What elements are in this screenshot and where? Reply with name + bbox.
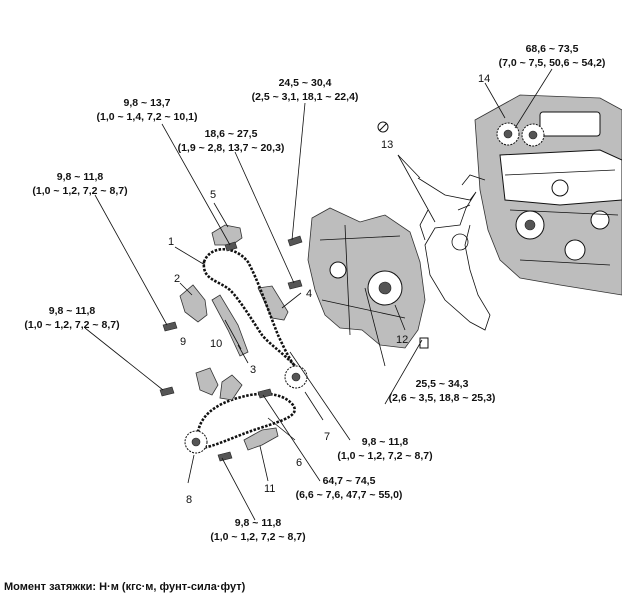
torque-value: 9,8 ~ 13,7 <box>124 97 171 109</box>
callout-8: 8 <box>186 494 192 506</box>
crankshaft-sprocket <box>284 365 308 389</box>
torque-value-units: (1,0 ~ 1,2, 7,2 ~ 8,7) <box>210 531 305 543</box>
torque-spec-98d: 9,8 ~ 11,8 (1,0 ~ 1,2, 7,2 ~ 8,7) <box>210 517 305 543</box>
cover-gasket <box>417 177 491 331</box>
torque-value: 9,8 ~ 11,8 <box>362 436 409 448</box>
torque-value-units: (1,0 ~ 1,2, 7,2 ~ 8,7) <box>337 450 432 462</box>
torque-value-units: (2,5 ~ 3,1, 18,1 ~ 22,4) <box>252 91 359 103</box>
oil-pump-chain <box>193 392 296 450</box>
torque-spec-18: 18,6 ~ 27,5 (1,9 ~ 2,8, 13,7 ~ 20,3) <box>178 128 285 154</box>
torque-spec-9813: 9,8 ~ 13,7 (1,0 ~ 1,4, 7,2 ~ 10,1) <box>97 97 198 123</box>
torque-value: 68,6 ~ 73,5 <box>526 43 579 55</box>
callout-4: 4 <box>306 288 312 300</box>
torque-value-units: (1,0 ~ 1,4, 7,2 ~ 10,1) <box>97 111 198 123</box>
torque-value: 24,5 ~ 30,4 <box>279 77 332 89</box>
torque-value: 9,8 ~ 11,8 <box>49 305 96 317</box>
torque-value-units: (7,0 ~ 7,5, 50,6 ~ 54,2) <box>499 57 606 69</box>
leader-lines <box>84 68 553 521</box>
callout-13: 13 <box>381 139 393 151</box>
torque-value-units: (1,9 ~ 2,8, 13,7 ~ 20,3) <box>178 142 285 154</box>
torque-spec-98b: 9,8 ~ 11,8 (1,0 ~ 1,2, 7,2 ~ 8,7) <box>24 305 119 331</box>
callout-3: 3 <box>250 364 256 376</box>
callout-12: 12 <box>396 334 408 346</box>
timing-chain-upper <box>202 248 302 373</box>
callout-9: 9 <box>180 336 186 348</box>
timing-chain-cover <box>307 207 429 349</box>
callout-14: 14 <box>478 73 490 85</box>
callout-1: 1 <box>168 236 174 248</box>
torque-spec-98c: 9,8 ~ 11,8 (1,0 ~ 1,2, 7,2 ~ 8,7) <box>337 436 432 462</box>
torque-spec-25: 25,5 ~ 34,3 (2,6 ~ 3,5, 18,8 ~ 25,3) <box>389 378 496 404</box>
torque-value-units: (2,6 ~ 3,5, 18,8 ~ 25,3) <box>389 392 496 404</box>
chain-guide-upper <box>211 224 243 246</box>
torque-spec-68: 68,6 ~ 73,5 (7,0 ~ 7,5, 50,6 ~ 54,2) <box>499 43 606 69</box>
oil-pump-sprocket <box>184 430 208 454</box>
callout-10: 10 <box>210 338 222 350</box>
engine-block <box>457 94 622 296</box>
torque-value-units: (1,0 ~ 1,2, 7,2 ~ 8,7) <box>32 185 127 197</box>
torque-value: 64,7 ~ 74,5 <box>323 475 376 487</box>
torque-value: 18,6 ~ 27,5 <box>205 128 258 140</box>
callout-2: 2 <box>174 273 180 285</box>
callout-7: 7 <box>324 431 330 443</box>
callout-5: 5 <box>210 189 216 201</box>
chain-tensioner <box>179 284 208 323</box>
callout-11: 11 <box>264 483 275 495</box>
torque-value-units: (6,6 ~ 7,6, 47,7 ~ 55,0) <box>296 489 403 501</box>
bolts <box>159 235 303 462</box>
oil-pump-chain-guide <box>243 427 279 451</box>
torque-spec-98a: 9,8 ~ 11,8 (1,0 ~ 1,2, 7,2 ~ 8,7) <box>32 171 127 197</box>
torque-value: 9,8 ~ 11,8 <box>235 517 282 529</box>
oil-pump-chain-tensioner <box>195 367 219 396</box>
no-reuse-icon <box>377 121 389 133</box>
torque-value-units: (1,0 ~ 1,2, 7,2 ~ 8,7) <box>24 319 119 331</box>
camshaft-sprocket <box>496 122 545 147</box>
torque-spec-64: 64,7 ~ 74,5 (6,6 ~ 7,6, 47,7 ~ 55,0) <box>296 475 403 501</box>
callout-6: 6 <box>296 457 302 469</box>
torque-spec-24: 24,5 ~ 30,4 (2,5 ~ 3,1, 18,1 ~ 22,4) <box>252 77 359 103</box>
tensioner-arm <box>211 294 249 357</box>
chain-guide-lower <box>219 374 243 401</box>
callout-numbers: 1 2 3 4 5 6 7 8 9 10 11 12 13 14 <box>168 73 490 506</box>
torque-value: 25,5 ~ 34,3 <box>416 378 469 390</box>
torque-units-note: Момент затяжки: Н·м (кгс·м, фунт-сила·фу… <box>4 581 246 593</box>
torque-value: 9,8 ~ 11,8 <box>57 171 104 183</box>
